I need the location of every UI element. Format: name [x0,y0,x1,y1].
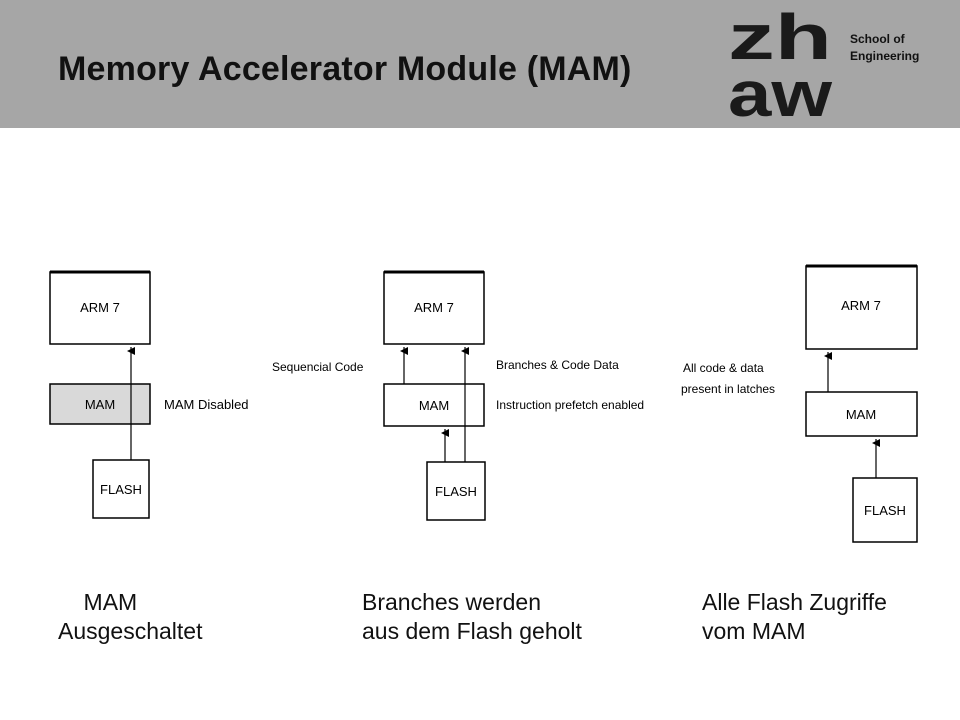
mam-box [805,391,918,437]
latches-label-line2: present in latches [681,382,775,396]
flash-box [426,461,486,521]
mam-label: MAM [85,397,115,412]
zhaw-logo: zh aw [728,6,832,122]
logo-text-top: zh [728,6,832,73]
school-line-2: Engineering [850,49,920,63]
branches-label: Branches & Code Data [496,358,619,372]
flash-box [92,459,150,519]
arm7-box [49,271,151,345]
mam-box [49,383,151,425]
flash-label: FLASH [100,482,142,497]
arm7-label: ARM 7 [414,300,454,315]
caption-branches: Branches werden aus dem Flash geholt [362,589,582,644]
school-label: School of Engineering [850,31,919,65]
school-line-1: School of [850,32,905,46]
header-bar: Memory Accelerator Module (MAM) zh aw Sc… [0,0,960,128]
caption-all-flash: Alle Flash Zugriffe vom MAM [702,589,887,644]
arm7-box [805,265,918,350]
mam-disabled-label: MAM Disabled [164,397,249,412]
sequential-code-label: Sequencial Code [272,360,364,374]
flash-box [852,477,918,543]
diagram-latches: ARM 7 MAM FLASH All code & data present … [681,264,918,543]
latches-label-line1: All code & data [683,361,764,375]
diagram-prefetch: ARM 7 MAM FLASH Sequencial Code Branches… [272,270,644,521]
arm7-label: ARM 7 [841,298,881,313]
caption-mam-off: MAM Ausgeschaltet [58,589,203,644]
arm7-label: ARM 7 [80,300,120,315]
mam-label: MAM [846,407,876,422]
flash-label: FLASH [435,484,477,499]
prefetch-label: Instruction prefetch enabled [496,398,644,412]
diagram-mam-disabled: ARM 7 MAM FLASH MAM Disabled [49,270,249,519]
mam-box [383,383,485,427]
logo-text-bottom: aw [728,58,832,122]
flash-label: FLASH [864,503,906,518]
page-title: Memory Accelerator Module (MAM) [58,50,632,88]
mam-label: MAM [419,398,449,413]
